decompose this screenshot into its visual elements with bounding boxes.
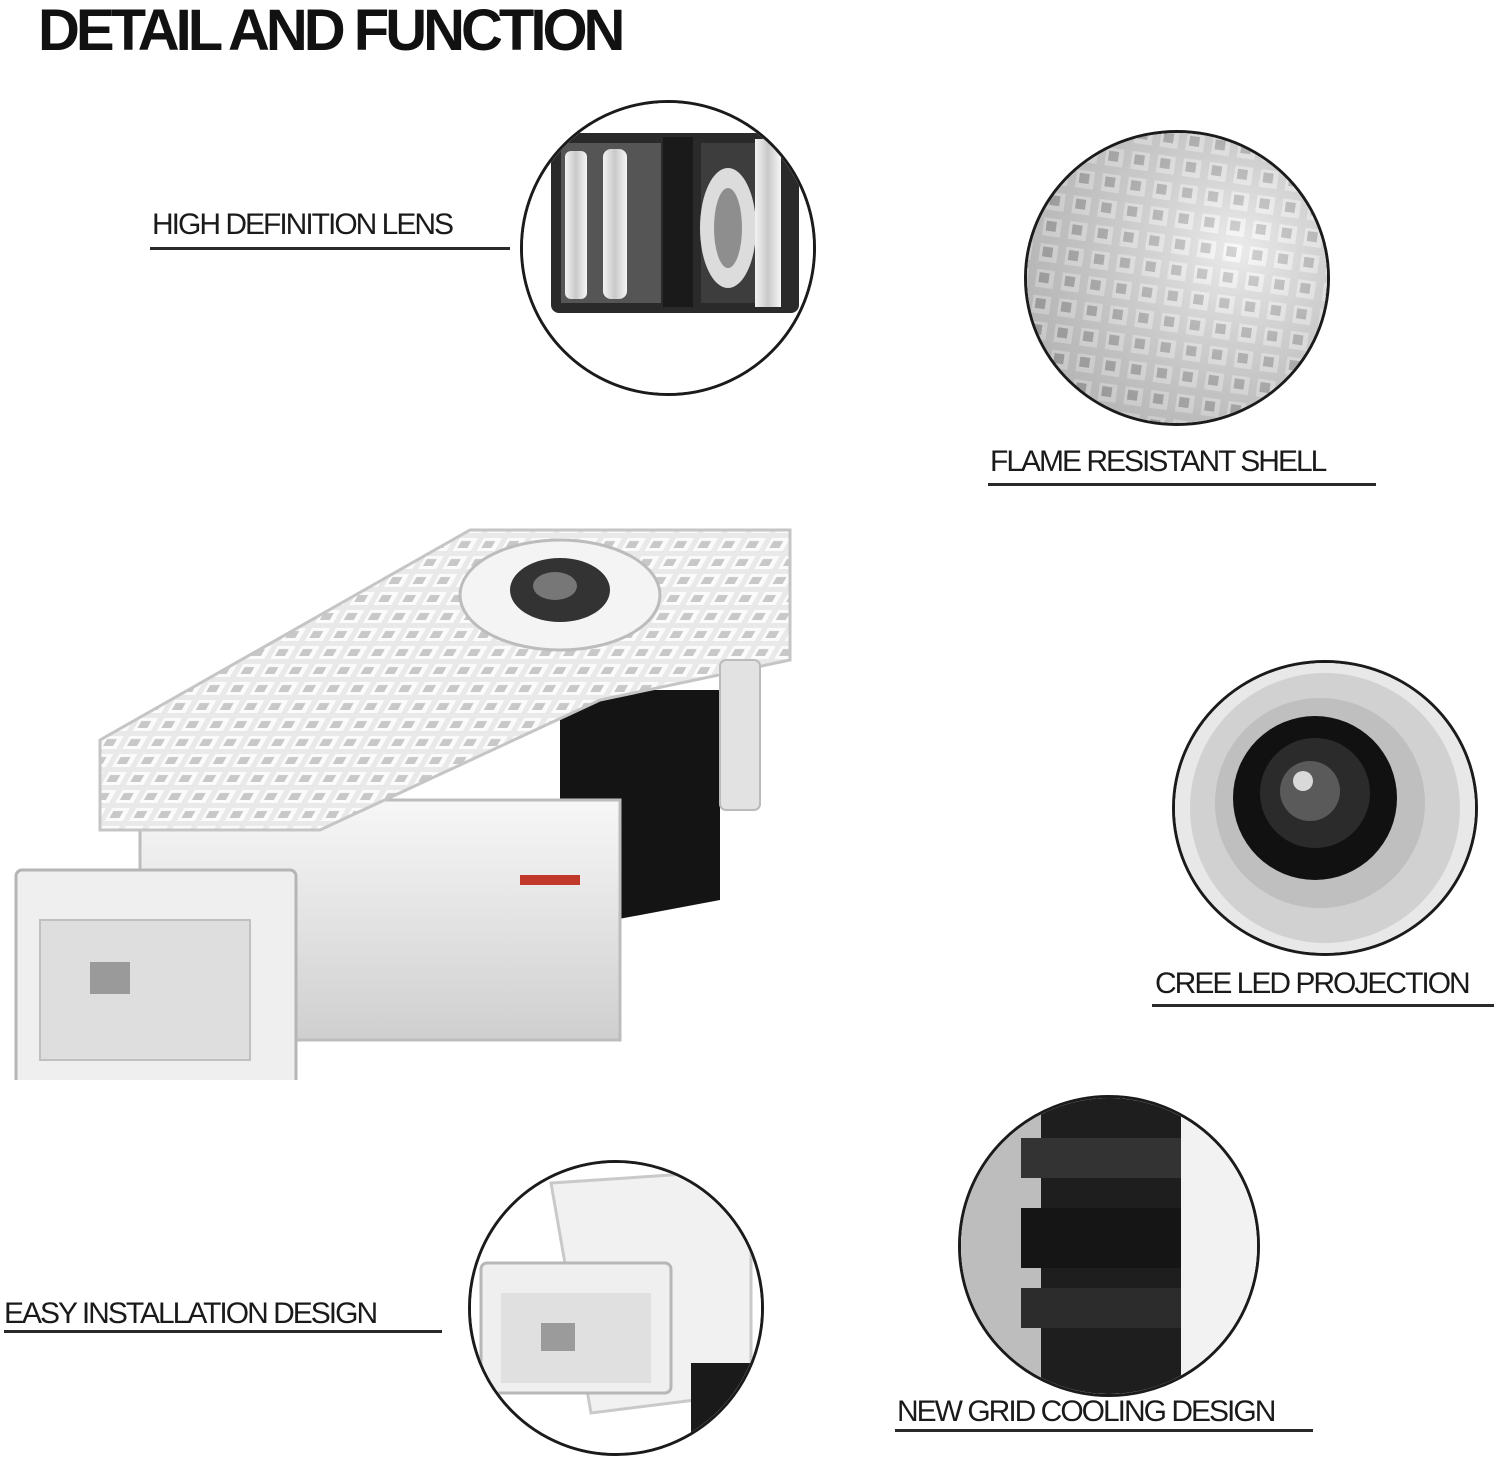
installation-detail-image [468, 1160, 764, 1456]
label-high-definition-lens: HIGH DEFINITION LENS [152, 208, 454, 241]
label-easy-installation-design: EASY INSTALLATION DESIGN [4, 1297, 378, 1330]
underline-led [1152, 1004, 1494, 1007]
label-flame-resistant-shell: FLAME RESISTANT SHELL [990, 445, 1327, 478]
led-detail-image [1172, 660, 1478, 956]
shell-detail-image [1024, 130, 1330, 426]
underline-lens [150, 247, 510, 250]
lens-detail-image [520, 100, 816, 396]
label-cree-led-projection: CREE LED PROJECTION [1155, 967, 1471, 1000]
page-title: DETAIL AND FUNCTION [38, 0, 625, 63]
cooling-detail-image [958, 1095, 1260, 1397]
underline-install [4, 1330, 442, 1333]
underline-shell [988, 483, 1376, 486]
label-new-grid-cooling-design: NEW GRID COOLING DESIGN [897, 1395, 1276, 1428]
door-light-projector-image [0, 500, 820, 1080]
underline-cooling [895, 1429, 1313, 1432]
